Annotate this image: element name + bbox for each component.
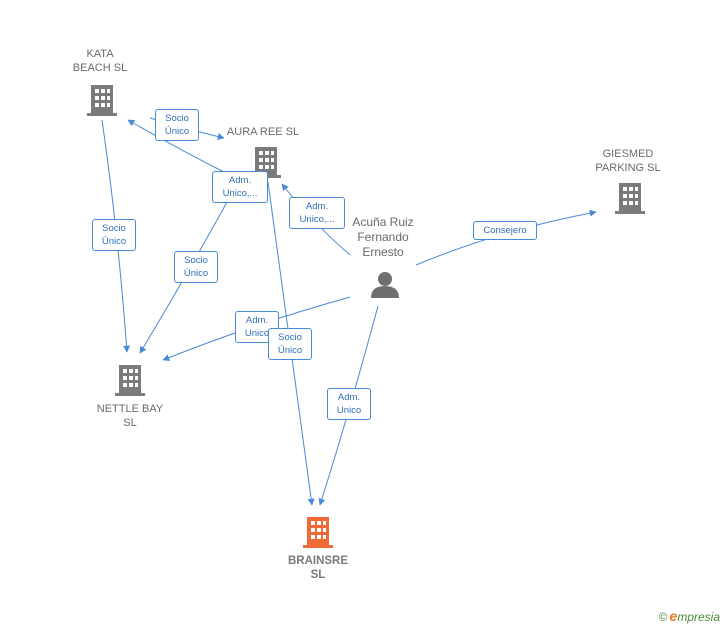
copyright-icon: © — [658, 610, 668, 624]
kata-label[interactable]: KATA BEACH SL — [72, 48, 128, 74]
person-icon[interactable] — [371, 272, 399, 298]
brainsre-building-icon[interactable] — [303, 517, 333, 548]
giesmed-label[interactable]: GIESMED PARKING SL — [595, 148, 661, 174]
edge-label-adm-unico-aura-kata[interactable]: Adm. Unico,... — [212, 171, 268, 203]
kata-building-icon[interactable] — [87, 85, 117, 116]
nettle-building-icon[interactable] — [115, 365, 145, 396]
edge-label-socio-unico-aura-nettle[interactable]: Socio Único — [174, 251, 218, 283]
aura-label[interactable]: AURA REE SL — [226, 126, 300, 138]
edge-label-adm-unico-person-aura[interactable]: Adm. Unico,... — [289, 197, 345, 229]
edge-label-socio-unico-kata-aura[interactable]: Socio Único — [155, 109, 199, 141]
edge-label-consejero[interactable]: Consejero — [473, 221, 537, 240]
edge-aura-kata — [127, 119, 233, 177]
edge-label-socio-unico-aura-brainsre[interactable]: Socio Único — [268, 328, 312, 360]
nettle-label[interactable]: NETTLE BAY SL — [96, 403, 164, 429]
giesmed-building-icon[interactable] — [615, 183, 645, 214]
brainsre-label[interactable]: BRAINSRE SL — [287, 555, 349, 581]
empresia-logo[interactable]: ©empresia — [658, 608, 720, 624]
edge-label-socio-unico-kata-nettle[interactable]: Socio Único — [92, 219, 136, 251]
edge-label-adm-unico-person-brainsre[interactable]: Adm. Unico — [327, 388, 371, 420]
person-label[interactable]: Acuña Ruiz Fernando Ernesto — [352, 215, 414, 259]
